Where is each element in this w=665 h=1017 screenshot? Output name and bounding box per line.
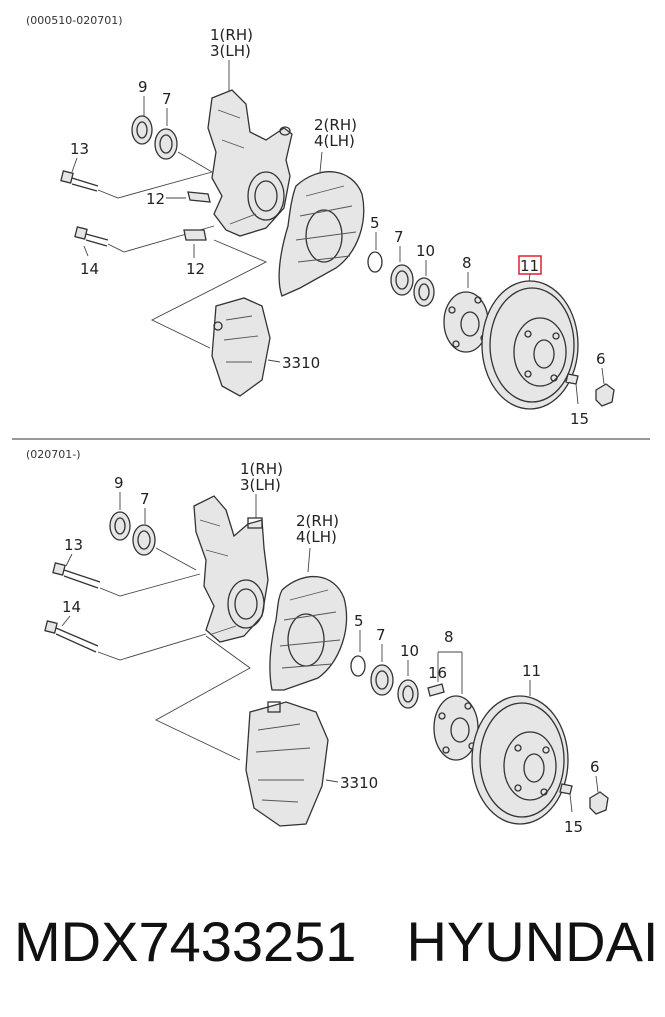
label-caliper-3310-2: 3310 xyxy=(340,774,378,792)
section-top: (000510-020701) 1(RH) 3(LH) 9 7 13 xyxy=(26,14,615,428)
label-knuckle-rh-2: 1(RH) xyxy=(240,460,283,478)
nut-6-part-2 xyxy=(589,791,609,815)
clip-upper-part xyxy=(187,191,211,203)
snap-ring-part-2 xyxy=(350,655,366,677)
label-wheel-bolt-15: 15 xyxy=(570,410,589,428)
wheel-bolt-15-part-2 xyxy=(559,783,573,795)
bolt-13-part xyxy=(60,170,99,192)
label-wheel-bolt-15-2: 15 xyxy=(564,818,583,836)
label-hub-8: 8 xyxy=(462,254,472,272)
seal-right-part-2 xyxy=(397,679,419,709)
seal-right-part xyxy=(413,277,435,307)
section-bottom: (020701-) 1(RH) 3(LH) 9 7 13 xyxy=(26,448,609,836)
label-disc-11-2: 11 xyxy=(522,662,541,680)
dust-shield-part-2 xyxy=(269,576,348,691)
brake-caliper-part xyxy=(211,297,271,397)
oil-seal-part xyxy=(131,115,153,145)
label-knuckle-rh: 1(RH) xyxy=(210,26,253,44)
bearing-right-part-2 xyxy=(370,664,394,696)
label-clip-12-lower: 12 xyxy=(186,260,205,278)
label-nut-6-2: 6 xyxy=(590,758,600,776)
label-disc-11: 11 xyxy=(520,257,539,275)
bearing-part-2 xyxy=(132,524,156,556)
label-bolt-14: 14 xyxy=(80,260,99,278)
label-snap-ring-5-2: 5 xyxy=(354,612,364,630)
label-nut-6: 6 xyxy=(596,350,606,368)
clip-lower-part xyxy=(183,229,207,241)
bearing-right-part xyxy=(390,264,414,296)
label-bearing-7-right-2: 7 xyxy=(376,626,386,644)
part-number-caption: MDX7433251 HYUNDAI xyxy=(14,902,658,982)
section-bottom-date-range: (020701-) xyxy=(26,448,81,461)
label-clip-12-upper: 12 xyxy=(146,190,165,208)
wheel-bolt-15-part xyxy=(565,373,579,385)
label-bolt-13: 13 xyxy=(70,140,89,158)
label-bolt-14-2: 14 xyxy=(62,598,81,616)
steering-knuckle-part-2 xyxy=(193,495,269,643)
bolt-13-part-2 xyxy=(52,562,101,589)
wheel-hub-part-2 xyxy=(433,695,479,761)
steering-knuckle-part xyxy=(207,89,293,237)
label-hub-8-2: 8 xyxy=(444,628,454,646)
label-knuckle-lh-2: 3(LH) xyxy=(240,476,281,494)
label-snap-ring-5: 5 xyxy=(370,214,380,232)
label-shield-lh-2: 4(LH) xyxy=(296,528,337,546)
label-seal-9-2: 9 xyxy=(114,474,124,492)
bolt-14-part-2 xyxy=(44,620,99,653)
label-bearing-7-right: 7 xyxy=(394,228,404,246)
nut-6-part xyxy=(595,383,615,407)
brake-caliper-part-2 xyxy=(245,701,329,827)
brake-disc-part xyxy=(481,280,579,410)
oil-seal-part-2 xyxy=(109,511,131,541)
manufacturer-name: HYUNDAI xyxy=(406,910,659,973)
section-top-date-range: (000510-020701) xyxy=(26,14,123,27)
label-bearing-7-2: 7 xyxy=(140,490,150,508)
snap-ring-part xyxy=(367,251,383,273)
label-shield-lh: 4(LH) xyxy=(314,132,355,150)
label-shield-rh: 2(RH) xyxy=(314,116,357,134)
dust-shield-part xyxy=(278,171,365,297)
label-seal-10-2: 10 xyxy=(400,642,419,660)
bearing-part xyxy=(154,128,178,160)
bolt-14-part xyxy=(74,226,109,247)
part-number: MDX7433251 xyxy=(14,910,357,973)
label-caliper-3310: 3310 xyxy=(282,354,320,372)
label-bearing-7: 7 xyxy=(162,90,172,108)
label-seal-9: 9 xyxy=(138,78,148,96)
hub-bolt-16-part xyxy=(427,683,445,697)
label-hub-bolt-16: 16 xyxy=(428,664,447,682)
label-seal-10: 10 xyxy=(416,242,435,260)
label-shield-rh-2: 2(RH) xyxy=(296,512,339,530)
label-knuckle-lh: 3(LH) xyxy=(210,42,251,60)
label-bolt-13-2: 13 xyxy=(64,536,83,554)
brake-disc-part-2 xyxy=(471,695,569,825)
